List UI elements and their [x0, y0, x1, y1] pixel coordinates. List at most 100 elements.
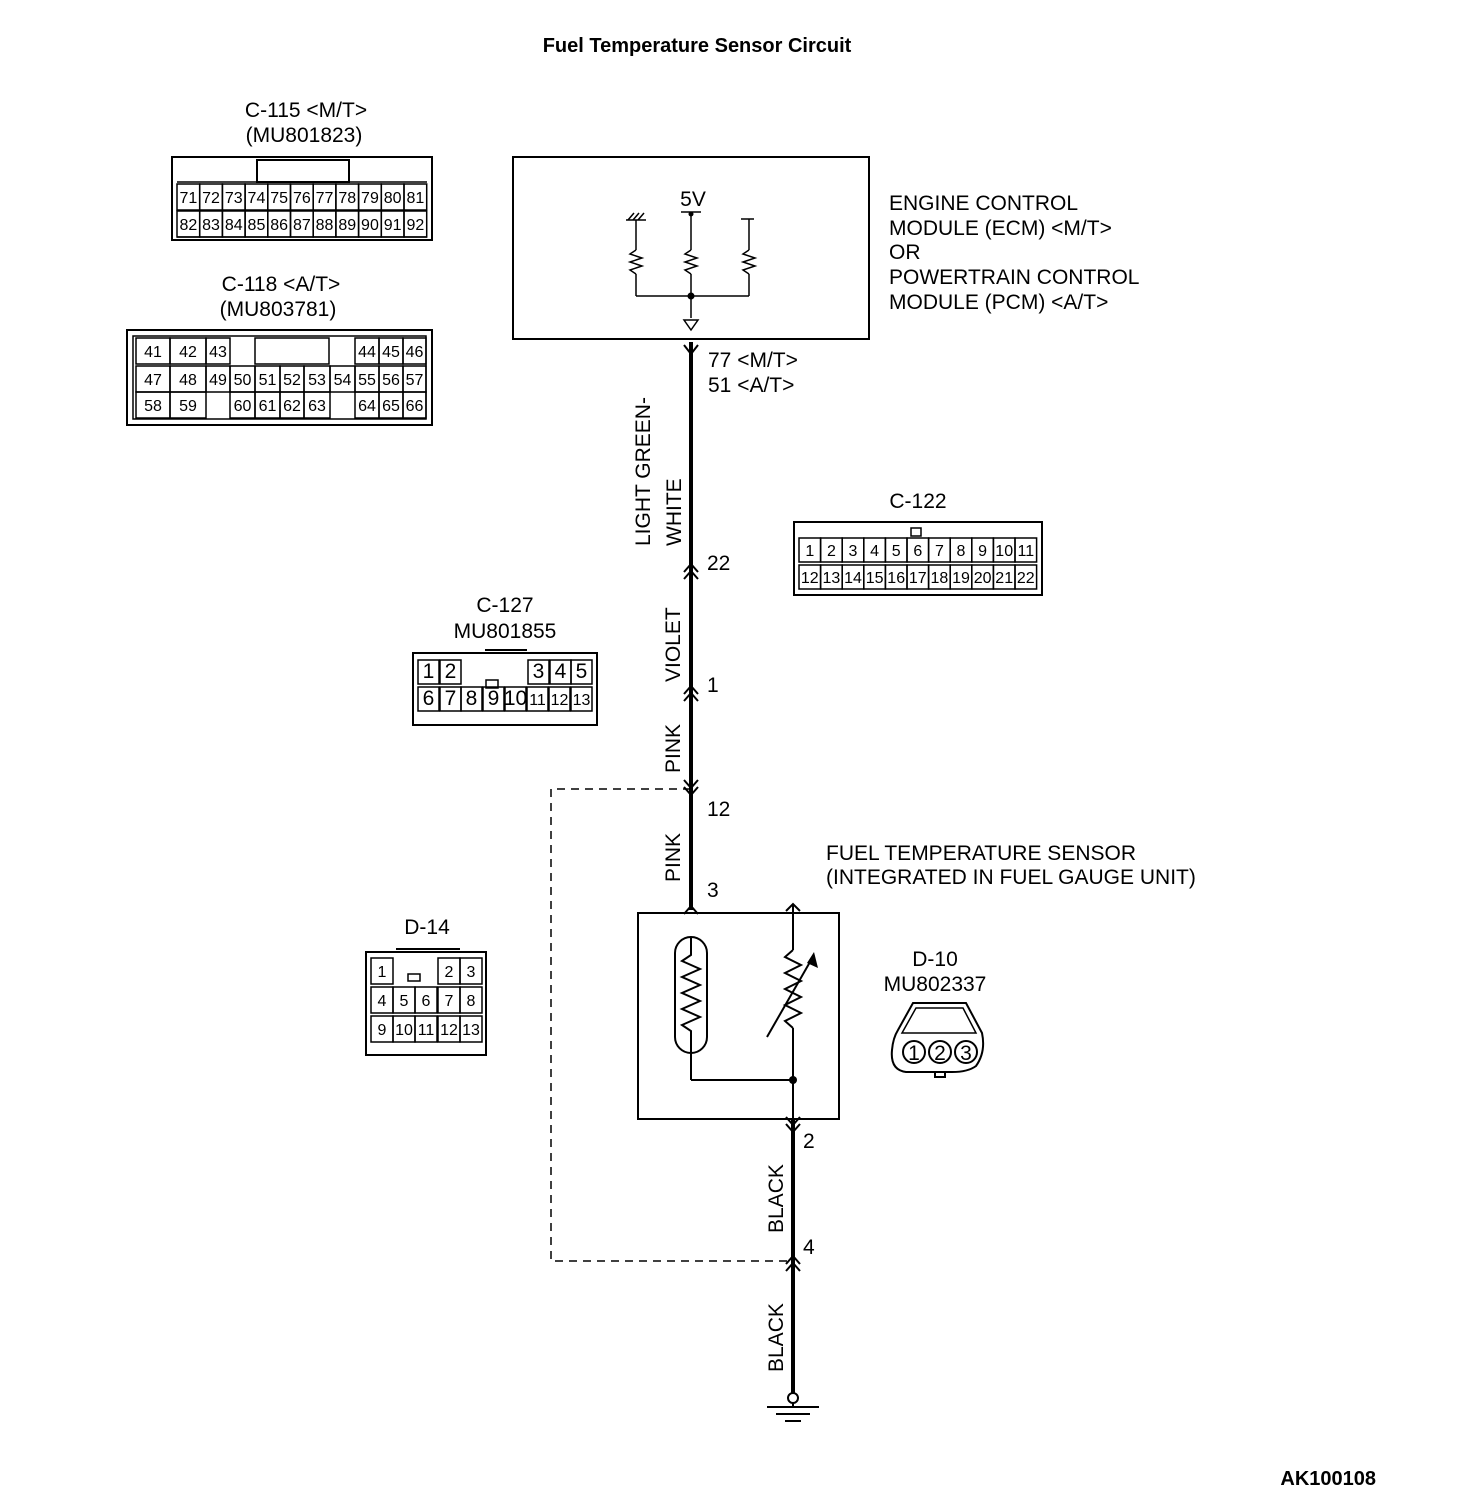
- ecm-label-line-1: ENGINE CONTROL: [889, 192, 1078, 215]
- connector-c115-pin: 87: [293, 217, 311, 234]
- connector-c127-pin-cell: [439, 659, 462, 685]
- ecm-voltage-label: 5V: [680, 188, 706, 211]
- connector-c118-pin: 62: [283, 398, 301, 415]
- connector-c118-pin: 47: [144, 372, 162, 389]
- connector-c118-pin: 41: [144, 344, 162, 361]
- connector-c115-pin: 85: [248, 217, 266, 234]
- connector-c127-pin: 3: [533, 660, 545, 683]
- connector-c115-pin-cell: [403, 183, 428, 211]
- ecm-resistor-right: [740, 249, 758, 275]
- connector-d14-housing: [365, 951, 487, 1056]
- connector-c118-pin-cell: [402, 337, 427, 365]
- connector-d14-pin-cell: [459, 1015, 483, 1043]
- connector-c118-pin: 51: [259, 372, 277, 389]
- connector-c115-pin: 71: [179, 190, 197, 207]
- connector-c115-pin: 77: [316, 190, 334, 207]
- connector-c127-pin-cell: [417, 686, 440, 712]
- sensor-label-line-1: FUEL TEMPERATURE SENSOR: [826, 842, 1136, 865]
- pin-c122: 22: [707, 552, 730, 575]
- ecm-input-arrow: [682, 319, 700, 332]
- connector-c127-name: C-127: [476, 594, 533, 617]
- connector-c127-pin: 7: [445, 687, 457, 710]
- connector-d10-housing: [890, 1002, 985, 1073]
- connector-c118-part: (MU803781): [220, 298, 337, 321]
- connector-c115-pin: 73: [225, 190, 243, 207]
- connector-d14-pin: 4: [378, 993, 387, 1010]
- connector-d10-pin-1: 1: [908, 1042, 920, 1065]
- ecm-terminal-at: 51 <A/T>: [708, 374, 794, 397]
- connector-d10-part: MU802337: [884, 973, 987, 996]
- connector-c122-pin-cell: [1014, 564, 1038, 590]
- ground-wire: 2 4: [767, 1116, 819, 1422]
- connector-c118-name: C-118 <A/T>: [222, 273, 341, 296]
- connector-c115-pin: 75: [270, 190, 288, 207]
- connector-c122-pin: 6: [913, 543, 922, 560]
- connector-c127-pin-cell: [504, 686, 527, 712]
- connector-c118-pin-cell: [402, 391, 427, 419]
- connector-d14-pin-cell: [414, 986, 438, 1014]
- pin-d14-black: 4: [803, 1236, 815, 1259]
- connector-d14-pin-cell: [370, 957, 394, 985]
- connector-c122-pin: 21: [995, 570, 1013, 587]
- fuel-gauge-unit: [637, 902, 840, 1120]
- ecm-label-line-3: OR: [889, 241, 921, 264]
- connector-c122-pin: 7: [935, 543, 944, 560]
- ecm-resistor-left: [627, 249, 645, 275]
- connector-c115-pin: 79: [361, 190, 379, 207]
- connector-c118-pin-cell: [205, 337, 231, 365]
- connector-c118-pin: 64: [358, 398, 376, 415]
- connector-c118-pin: 65: [382, 398, 400, 415]
- page-title: Fuel Temperature Sensor Circuit: [543, 35, 852, 57]
- connector-c122-pin: 15: [866, 570, 884, 587]
- connector-c115-pin: 81: [406, 190, 424, 207]
- connector-c115-pin: 78: [338, 190, 356, 207]
- connector-c118-pin-cell: [303, 391, 331, 419]
- connector-c122-pin: 3: [849, 543, 858, 560]
- connector-c122-name: C-122: [889, 490, 946, 513]
- connector-c127-pin-cell: [527, 659, 550, 685]
- connector-d10-name: D-10: [912, 948, 958, 971]
- connector-c127-pin: 11: [529, 692, 546, 709]
- connector-c122-pin: 5: [892, 543, 901, 560]
- pin-c127: 1: [707, 674, 719, 697]
- connector-c127-pin-cell: [460, 686, 483, 712]
- connector-c118-pin: 53: [308, 372, 326, 389]
- connector-c118-key: [254, 337, 330, 365]
- connector-c118-housing: [126, 329, 433, 426]
- wire-color-black-1: BLACK: [765, 1164, 788, 1233]
- connector-c127-pin: 6: [423, 687, 435, 710]
- connector-c115-name: C-115 <M/T>: [245, 99, 367, 122]
- connector-c127-pin-cell: [417, 659, 440, 685]
- connector-c115-part: (MU801823): [246, 124, 363, 147]
- connector-c118-pin: 45: [382, 344, 400, 361]
- connector-c127-pin-cell: [548, 686, 571, 712]
- connector-c122-pin: 12: [801, 570, 819, 587]
- connector-c115-pin: 86: [270, 217, 288, 234]
- connector-c115-pin: 82: [179, 217, 197, 234]
- connector-c122-pin: 4: [870, 543, 879, 560]
- sensor-label-line-2: (INTEGRATED IN FUEL GAUGE UNIT): [826, 866, 1196, 889]
- ecm-label-line-4: POWERTRAIN CONTROL: [889, 266, 1139, 289]
- connector-c127-pin: 5: [576, 660, 588, 683]
- connector-d14-pin: 8: [467, 993, 476, 1010]
- connector-c118-pin: 42: [179, 344, 197, 361]
- connector-c118-pin: 52: [283, 372, 301, 389]
- connector-c118-pin: 49: [209, 372, 227, 389]
- connector-c118-pin: 44: [358, 344, 376, 361]
- connector-d14-pin: 13: [462, 1022, 480, 1039]
- connector-c115-pin-cell: [403, 210, 428, 238]
- connector-d10: D-10 MU802337 1 2 3: [884, 948, 987, 1078]
- connector-c127-pin: 8: [466, 687, 478, 710]
- connector-c118-pin: 61: [259, 398, 277, 415]
- connector-c127-part: MU801855: [454, 620, 557, 643]
- connector-c118-pin: 58: [144, 398, 162, 415]
- connector-d14-pin: 5: [400, 993, 409, 1010]
- ecm-description: ENGINE CONTROL MODULE (ECM) <M/T> OR POW…: [889, 192, 1139, 314]
- connector-c115-pin: 80: [384, 190, 402, 207]
- connector-d10-pin-3: 3: [960, 1042, 972, 1065]
- connector-c118-pin: 59: [179, 398, 197, 415]
